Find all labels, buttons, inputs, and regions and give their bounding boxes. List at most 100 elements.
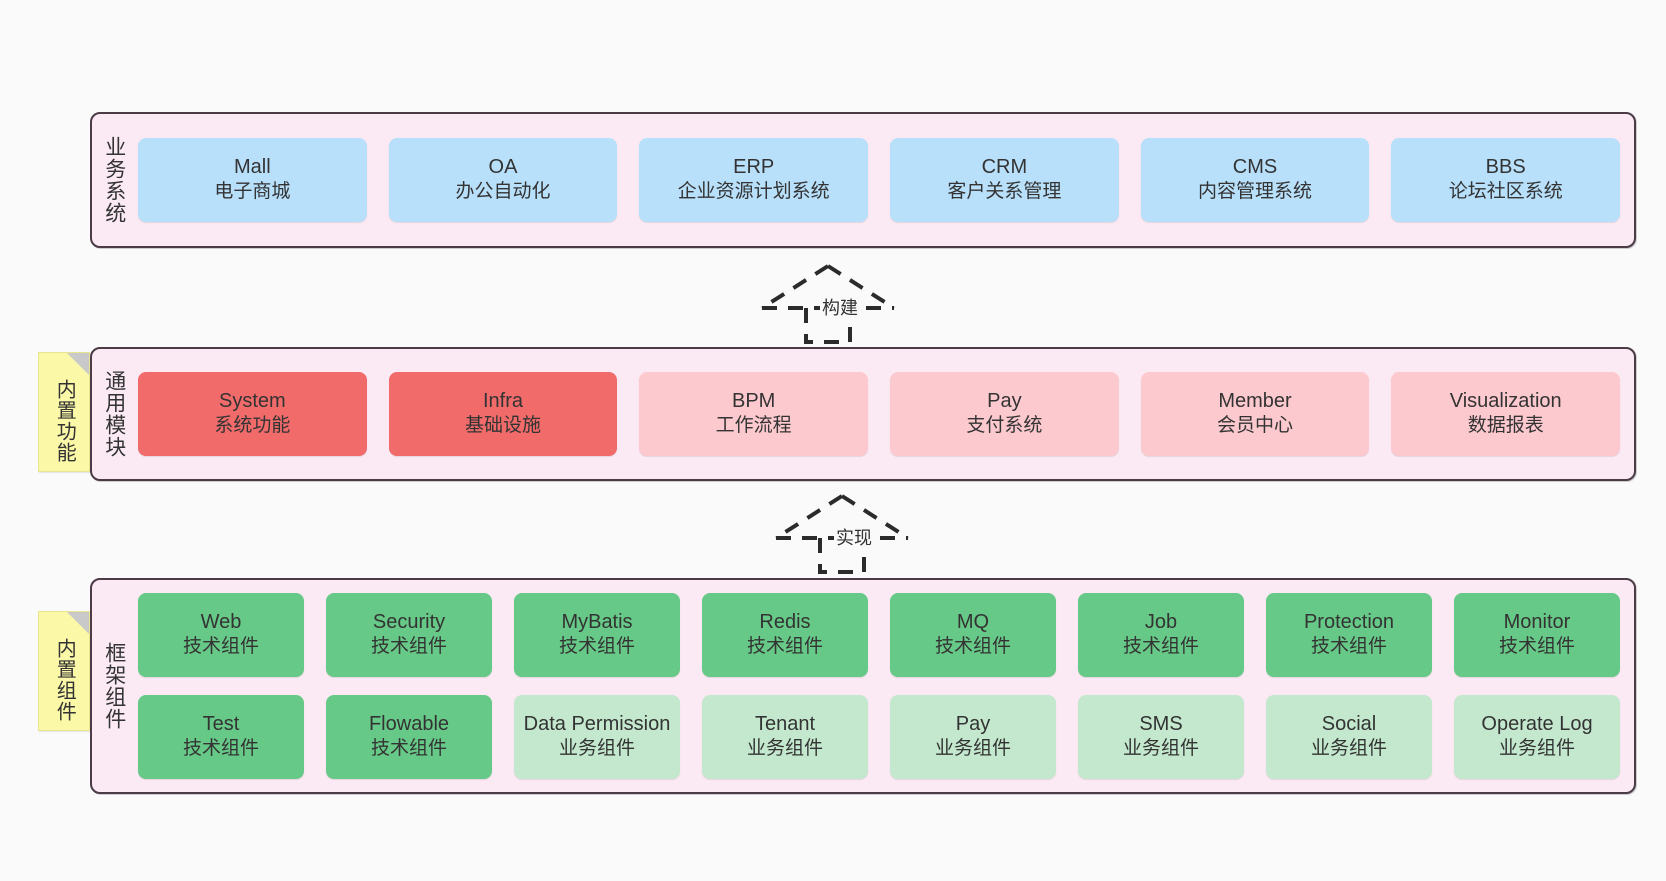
box-data-permission[interactable]: Data Permission 业务组件 bbox=[514, 695, 680, 779]
box-crm-cn: 客户关系管理 bbox=[947, 181, 1062, 203]
box-tenant-cn: 业务组件 bbox=[746, 738, 823, 760]
box-sms-cn: 业务组件 bbox=[1122, 738, 1199, 760]
sticky-note-builtin-components: 内置组件 bbox=[38, 611, 90, 731]
box-system-cn: 系统功能 bbox=[214, 415, 291, 437]
box-infra-en: Infra bbox=[482, 389, 524, 412]
layer-business-systems: 业务系统 Mall 电子商城 OA 办公自动化 ERP 企业资源计划系统 CRM bbox=[90, 112, 1636, 248]
box-test-en: Test bbox=[202, 712, 240, 735]
box-crm[interactable]: CRM 客户关系管理 bbox=[890, 138, 1119, 222]
layer-framework-title: 框架组件 bbox=[102, 642, 126, 730]
box-tenant-en: Tenant bbox=[754, 712, 816, 735]
connector-implement-label: 实现 bbox=[834, 524, 874, 550]
box-protection-cn: 技术组件 bbox=[1310, 636, 1387, 658]
layer-modules-body: System 系统功能 Infra 基础设施 BPM 工作流程 Pay 支付系统… bbox=[136, 349, 1634, 479]
box-web-cn: 技术组件 bbox=[182, 636, 259, 658]
box-cms-en: CMS bbox=[1232, 155, 1278, 178]
box-pay-component[interactable]: Pay 业务组件 bbox=[890, 695, 1056, 779]
business-row: Mall 电子商城 OA 办公自动化 ERP 企业资源计划系统 CRM 客户关系… bbox=[138, 138, 1621, 222]
box-operate-log-cn: 业务组件 bbox=[1498, 738, 1575, 760]
box-visualization-en: Visualization bbox=[1449, 389, 1562, 412]
box-web-en: Web bbox=[200, 610, 242, 633]
framework-tech-row: Web 技术组件 Security 技术组件 MyBatis 技术组件 Redi… bbox=[138, 593, 1620, 677]
box-job[interactable]: Job 技术组件 bbox=[1078, 593, 1244, 677]
box-system-en: System bbox=[218, 389, 286, 412]
box-bpm[interactable]: BPM 工作流程 bbox=[639, 372, 869, 456]
box-tenant[interactable]: Tenant 业务组件 bbox=[702, 695, 868, 779]
box-security[interactable]: Security 技术组件 bbox=[326, 593, 492, 677]
modules-row: System 系统功能 Infra 基础设施 BPM 工作流程 Pay 支付系统… bbox=[138, 372, 1621, 456]
box-erp-cn: 企业资源计划系统 bbox=[677, 181, 830, 203]
layer-modules-title: 通用模块 bbox=[102, 370, 126, 458]
box-protection-en: Protection bbox=[1303, 610, 1395, 633]
box-member-en: Member bbox=[1218, 389, 1292, 412]
box-sms-en: SMS bbox=[1139, 712, 1183, 735]
connector-build: 构建 bbox=[758, 262, 898, 344]
box-mall[interactable]: Mall 电子商城 bbox=[138, 138, 367, 222]
box-monitor[interactable]: Monitor 技术组件 bbox=[1454, 593, 1620, 677]
box-data-permission-cn: 业务组件 bbox=[558, 738, 635, 760]
box-visualization[interactable]: Visualization 数据报表 bbox=[1391, 372, 1621, 456]
layer-business-title: 业务系统 bbox=[102, 136, 126, 224]
box-pay-module-en: Pay bbox=[987, 389, 1022, 412]
box-pay-module[interactable]: Pay 支付系统 bbox=[890, 372, 1119, 456]
box-monitor-en: Monitor bbox=[1503, 610, 1571, 633]
box-system[interactable]: System 系统功能 bbox=[138, 372, 367, 456]
box-test-cn: 技术组件 bbox=[182, 738, 259, 760]
box-bbs[interactable]: BBS 论坛社区系统 bbox=[1391, 138, 1621, 222]
box-security-cn: 技术组件 bbox=[370, 636, 447, 658]
box-mybatis-en: MyBatis bbox=[561, 610, 633, 633]
box-flowable[interactable]: Flowable 技术组件 bbox=[326, 695, 492, 779]
box-mybatis-cn: 技术组件 bbox=[558, 636, 635, 658]
box-monitor-cn: 技术组件 bbox=[1498, 636, 1575, 658]
box-security-en: Security bbox=[372, 610, 446, 633]
sticky-fold-corner-icon bbox=[67, 612, 89, 634]
box-social[interactable]: Social 业务组件 bbox=[1266, 695, 1432, 779]
box-pay-component-cn: 业务组件 bbox=[934, 738, 1011, 760]
box-social-en: Social bbox=[1321, 712, 1377, 735]
framework-biz-row: Test 技术组件 Flowable 技术组件 Data Permission … bbox=[138, 695, 1620, 779]
box-operate-log[interactable]: Operate Log 业务组件 bbox=[1454, 695, 1620, 779]
box-mq-cn: 技术组件 bbox=[934, 636, 1011, 658]
sticky-note-builtin-components-label: 内置组件 bbox=[53, 638, 76, 722]
sticky-note-builtin-features-label: 内置功能 bbox=[53, 379, 76, 463]
box-oa[interactable]: OA 办公自动化 bbox=[388, 138, 618, 222]
box-erp[interactable]: ERP 企业资源计划系统 bbox=[639, 138, 869, 222]
box-infra[interactable]: Infra 基础设施 bbox=[388, 372, 618, 456]
box-redis[interactable]: Redis 技术组件 bbox=[702, 593, 868, 677]
box-bbs-en: BBS bbox=[1485, 155, 1526, 178]
box-job-en: Job bbox=[1144, 610, 1178, 633]
layer-business-body: Mall 电子商城 OA 办公自动化 ERP 企业资源计划系统 CRM 客户关系… bbox=[136, 114, 1634, 246]
box-oa-cn: 办公自动化 bbox=[455, 181, 551, 203]
box-protection[interactable]: Protection 技术组件 bbox=[1266, 593, 1432, 677]
box-web[interactable]: Web 技术组件 bbox=[138, 593, 304, 677]
box-test[interactable]: Test 技术组件 bbox=[138, 695, 304, 779]
layer-framework-components: 框架组件 Web 技术组件 Security 技术组件 MyBatis 技术组件… bbox=[90, 578, 1636, 794]
connector-build-label: 构建 bbox=[820, 294, 860, 320]
box-mall-cn: 电子商城 bbox=[214, 181, 291, 203]
box-data-permission-en: Data Permission bbox=[523, 712, 671, 735]
box-member-cn: 会员中心 bbox=[1217, 415, 1294, 437]
box-bpm-en: BPM bbox=[732, 389, 776, 412]
box-bpm-cn: 工作流程 bbox=[715, 415, 792, 437]
layer-common-modules: 通用模块 System 系统功能 Infra 基础设施 BPM 工作流程 Pay bbox=[90, 347, 1636, 481]
box-sms[interactable]: SMS 业务组件 bbox=[1078, 695, 1244, 779]
box-bbs-cn: 论坛社区系统 bbox=[1448, 181, 1563, 203]
box-cms[interactable]: CMS 内容管理系统 bbox=[1140, 138, 1370, 222]
box-infra-cn: 基础设施 bbox=[465, 415, 542, 437]
box-redis-cn: 技术组件 bbox=[746, 636, 823, 658]
box-operate-log-en: Operate Log bbox=[1481, 712, 1593, 735]
box-pay-module-cn: 支付系统 bbox=[966, 415, 1043, 437]
box-visualization-cn: 数据报表 bbox=[1467, 415, 1544, 437]
box-member[interactable]: Member 会员中心 bbox=[1140, 372, 1370, 456]
box-cms-cn: 内容管理系统 bbox=[1198, 181, 1313, 203]
box-erp-en: ERP bbox=[733, 155, 775, 178]
box-mq[interactable]: MQ 技术组件 bbox=[890, 593, 1056, 677]
box-flowable-cn: 技术组件 bbox=[370, 738, 447, 760]
connector-implement: 实现 bbox=[772, 492, 912, 574]
box-oa-en: OA bbox=[488, 155, 518, 178]
box-mybatis[interactable]: MyBatis 技术组件 bbox=[514, 593, 680, 677]
box-social-cn: 业务组件 bbox=[1310, 738, 1387, 760]
box-pay-component-en: Pay bbox=[955, 712, 991, 735]
sticky-fold-corner-icon bbox=[67, 353, 89, 375]
